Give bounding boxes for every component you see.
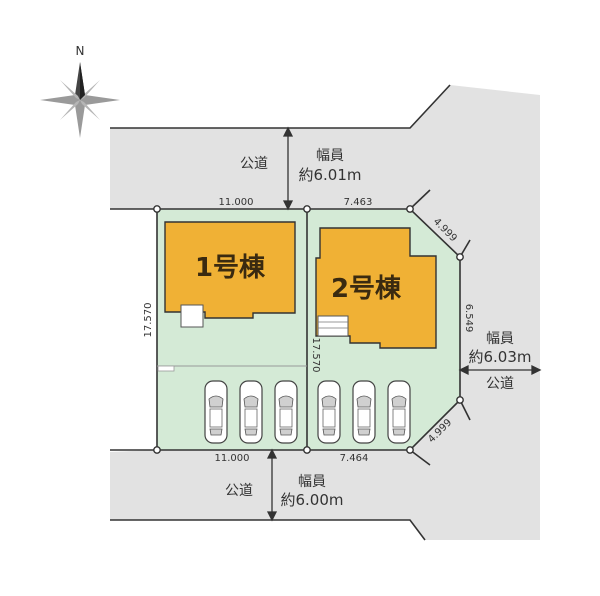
dim-lot1-left: 17.570 <box>143 303 154 338</box>
parking-spaces <box>204 380 411 444</box>
dim-east-side: 6.549 <box>463 304 474 333</box>
north-road-width-title: 幅員 <box>316 148 344 164</box>
dim-lot1-top: 11.000 <box>219 197 254 208</box>
corner-points <box>153 205 464 454</box>
dim-lot-divider: 17.570 <box>310 338 321 373</box>
north-road-type: 公道 <box>240 156 268 172</box>
north-road-width-value: 約6.01m <box>298 166 361 184</box>
south-road-width-title: 幅員 <box>298 474 326 490</box>
east-road-width-value: 約6.03m <box>468 348 531 366</box>
building-2-entrance <box>317 315 349 337</box>
road-width-arrows <box>266 126 542 522</box>
parked-car-icon <box>352 380 376 444</box>
east-road-type: 公道 <box>486 376 514 392</box>
south-road-width-value: 約6.00m <box>280 491 343 509</box>
parked-car-icon <box>204 380 228 444</box>
parked-car-icon <box>274 380 298 444</box>
parked-car-icon <box>239 380 263 444</box>
building-2: 2号棟 <box>315 227 437 349</box>
south-road-type: 公道 <box>225 483 253 499</box>
dim-lot2-top: 7.463 <box>344 197 373 208</box>
dim-lot2-bottom: 7.464 <box>340 453 369 464</box>
building-2-label: 2号棟 <box>331 274 402 304</box>
dim-lot1-bottom: 11.000 <box>215 453 250 464</box>
compass-rose-icon: N <box>40 44 120 138</box>
lot1-marker <box>157 365 175 372</box>
parked-car-icon <box>387 380 411 444</box>
road-edges <box>110 84 471 541</box>
building-1-entrance <box>180 304 204 328</box>
building-1-label: 1号棟 <box>195 253 266 283</box>
east-road-width-title: 幅員 <box>486 331 514 347</box>
parked-car-icon <box>317 380 341 444</box>
building-1: 1号棟 <box>164 221 296 328</box>
compass-north-label: N <box>76 44 85 58</box>
